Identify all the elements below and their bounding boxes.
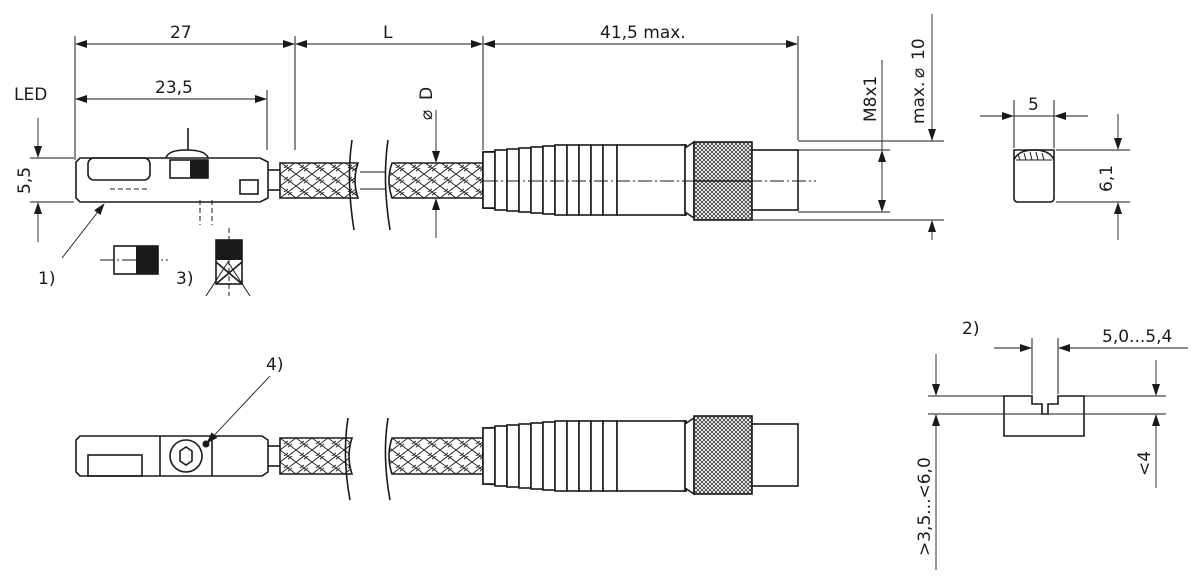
dim-sensor-height: 5,5 <box>15 167 35 194</box>
dim-sensor-offset: 23,5 <box>155 78 193 98</box>
connector-grip <box>482 140 695 220</box>
cable-segment-right <box>388 162 484 199</box>
sensor-body <box>75 157 269 203</box>
dim-max-diameter: 10 <box>909 38 929 60</box>
dim-max-label: max. <box>909 82 929 124</box>
dim-thread: M8x1 <box>861 76 881 122</box>
dim-sensor-length: 27 <box>170 23 192 43</box>
led-symbol-alt <box>205 228 251 297</box>
cable-top-right <box>388 437 484 475</box>
note-2-label: 2) <box>962 319 979 339</box>
dim-end-height: 6,1 <box>1097 165 1117 192</box>
slot-profile <box>1003 395 1085 437</box>
dim-end-width: 5 <box>1028 95 1039 115</box>
dim-cable-diameter: D <box>417 87 437 100</box>
dim-slot-width: 5,0...5,4 <box>1102 327 1172 347</box>
note-3-label: 3) <box>176 269 193 289</box>
led-label: LED <box>14 85 47 105</box>
note-4-label: 4) <box>266 355 283 375</box>
top-view: 4) <box>75 355 799 501</box>
side-view: 27 L 41,5 max. 23,5 LED 5,5 1) <box>14 14 1130 297</box>
dim-slot-height: >3,5...<6,0 <box>915 457 935 556</box>
cable-top-left <box>279 437 354 475</box>
dim-connector-length: 41,5 max. <box>600 23 686 43</box>
sensor-body-top <box>75 435 269 477</box>
dim-cable-length: L <box>383 23 393 43</box>
end-view: 5 6,1 <box>980 95 1130 240</box>
connector-thread <box>751 149 799 211</box>
mounting-screw <box>169 439 203 473</box>
slot-detail: 2) 5,0...5,4 <4 >3,5...<6,0 <box>915 319 1188 570</box>
diameter-symbol-cable: ⌀ <box>417 110 437 120</box>
diameter-symbol-connector: ⌀ <box>909 68 929 78</box>
dim-slot-depth: <4 <box>1135 451 1155 476</box>
note-1-label: 1) <box>38 269 55 289</box>
led-dome <box>165 149 209 159</box>
cable-segment-left <box>279 162 360 199</box>
